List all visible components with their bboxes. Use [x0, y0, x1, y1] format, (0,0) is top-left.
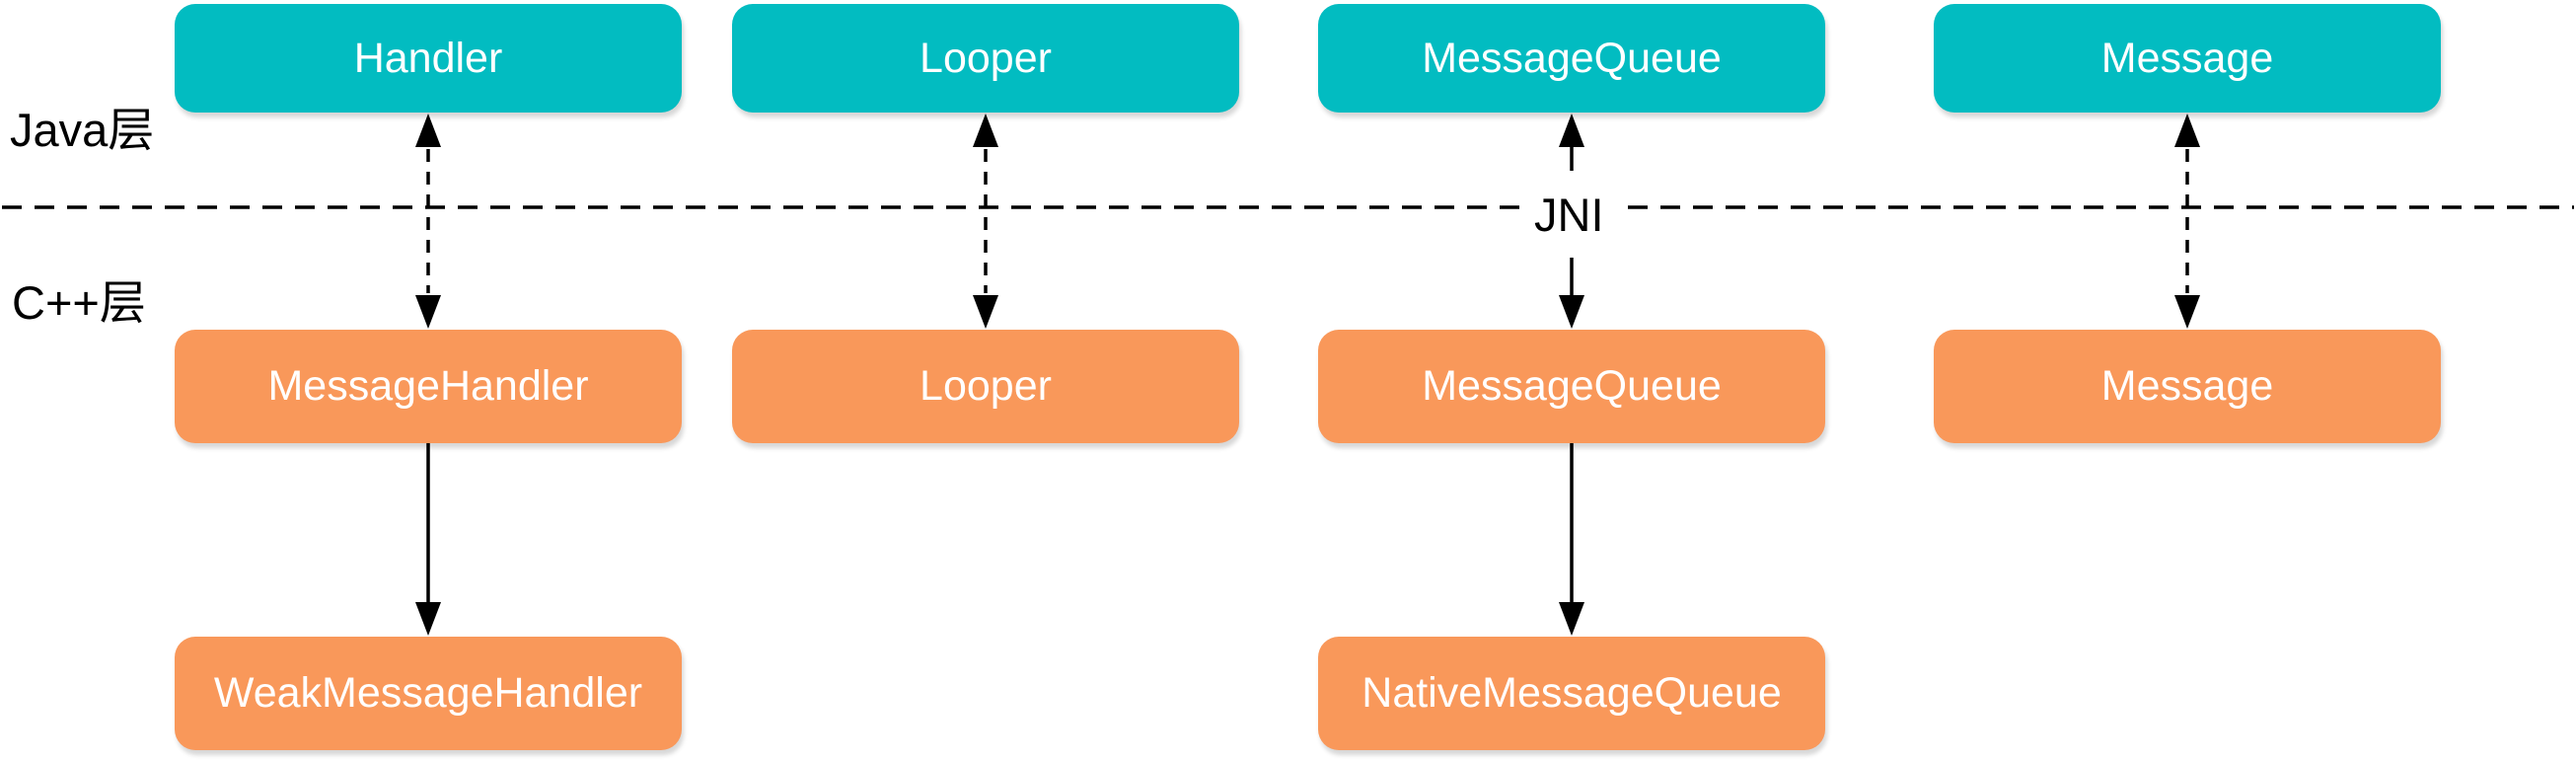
- box-java-message: Message: [1934, 4, 2441, 113]
- cpp-layer-label: C++层: [12, 276, 146, 329]
- java-layer-label: Java层: [10, 104, 155, 156]
- jni-boundary-label: JNI: [1534, 189, 1604, 241]
- arrow-messagequeue-nativemessagequeue: [1559, 443, 1584, 636]
- arrow-messagequeue-messagequeue: [1559, 114, 1584, 329]
- box-cpp-message: Message: [1934, 330, 2441, 443]
- box-java-looper: Looper: [732, 4, 1239, 113]
- arrow-looper-looper: [973, 114, 998, 329]
- box-cpp-nativemessagequeue: NativeMessageQueue: [1318, 637, 1825, 750]
- box-java-messagequeue: MessageQueue: [1318, 4, 1825, 113]
- box-java-handler: Handler: [175, 4, 682, 113]
- box-cpp-messagehandler: MessageHandler: [175, 330, 682, 443]
- arrow-handler-messagehandler: [415, 114, 441, 329]
- box-cpp-weakmessagehandler: WeakMessageHandler: [175, 637, 682, 750]
- box-cpp-messagequeue: MessageQueue: [1318, 330, 1825, 443]
- box-cpp-looper: Looper: [732, 330, 1239, 443]
- arrow-message-message: [2174, 114, 2200, 329]
- arrow-messagehandler-weakmessagehandler: [415, 443, 441, 636]
